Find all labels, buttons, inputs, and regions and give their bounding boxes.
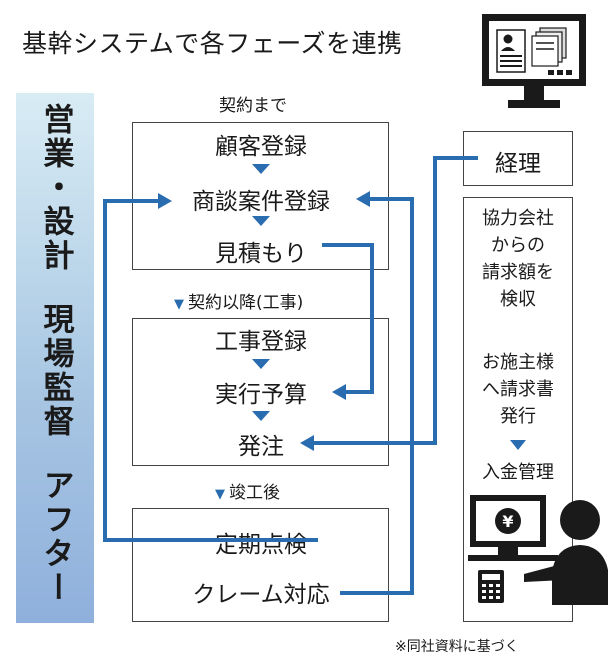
- triangle-down-icon: [252, 359, 270, 369]
- source-note: ※同社資料に基づく: [395, 639, 519, 655]
- role-sales-design: 営業・設計: [37, 103, 74, 273]
- role-sidebar: 営業・設計 現場監督 アフター: [16, 93, 94, 623]
- role-site-supervisor: 現場監督: [37, 303, 74, 439]
- step-periodic-inspection: 定期点検: [215, 532, 307, 558]
- task-line: 請求額を: [482, 262, 554, 283]
- task-line: からの: [491, 235, 545, 256]
- step-ordering: 発注: [238, 434, 284, 460]
- triangle-down-icon: [252, 411, 270, 421]
- step-customer-registration: 顧客登録: [215, 134, 307, 160]
- diagram-title: 基幹システムで各フェーズを連携: [22, 29, 403, 58]
- arrowhead-icon: [356, 191, 370, 207]
- accounting-label: 経理: [495, 151, 541, 177]
- arrow-claim-to-deal: [340, 197, 414, 595]
- triangle-down-icon: [510, 440, 526, 450]
- arrowhead-icon: [158, 193, 172, 209]
- triangle-down-icon: [252, 216, 270, 226]
- step-execution-budget: 実行予算: [215, 382, 307, 408]
- arrow-accounting-to-order: [312, 156, 478, 445]
- accounting-task-verify-invoices: 協力会社 からの 請求額を 検収: [482, 205, 554, 313]
- accounting-label-box: [463, 131, 573, 186]
- phase-label-construction: ▼ 契約以降(工事): [174, 288, 303, 313]
- arrow-inspection-to-deal: [103, 199, 318, 542]
- triangle-down-icon: ▼: [174, 297, 184, 312]
- arrowhead-icon: [300, 435, 314, 451]
- role-after-service: アフター: [37, 469, 74, 605]
- arrowhead-icon: [332, 384, 346, 400]
- task-line: 協力会社: [482, 208, 554, 229]
- sales-phase-box: [132, 122, 389, 270]
- arrow-estimate-to-budget: [322, 243, 374, 394]
- accountant-at-computer-icon: ¥: [468, 495, 608, 605]
- step-estimate: 見積もり: [215, 241, 307, 267]
- accounting-task-issue-invoice: お施主様 へ請求書 発行: [482, 349, 554, 430]
- phase-label-construction-text: 契約以降(工事): [188, 293, 304, 313]
- triangle-down-icon: [252, 164, 270, 174]
- task-line: へ請求書: [482, 379, 554, 400]
- phase-label-contract: 契約まで: [219, 96, 287, 116]
- step-deal-registration: 商談案件登録: [192, 189, 330, 215]
- triangle-down-icon: ▼: [215, 487, 225, 502]
- task-line: 検収: [500, 289, 536, 310]
- phase-label-completion-text: 竣工後: [229, 483, 280, 503]
- task-line: 発行: [500, 406, 536, 427]
- task-line: お施主様: [482, 352, 554, 373]
- accounting-task-payment-management: 入金管理: [482, 462, 554, 483]
- step-claim-handling: クレーム対応: [192, 582, 330, 608]
- computer-monitor-icon: [482, 14, 586, 108]
- yen-symbol: ¥: [502, 512, 513, 531]
- step-construction-registration: 工事登録: [215, 329, 307, 355]
- after-phase-box: [132, 508, 389, 622]
- phase-label-completion: ▼ 竣工後: [215, 478, 280, 503]
